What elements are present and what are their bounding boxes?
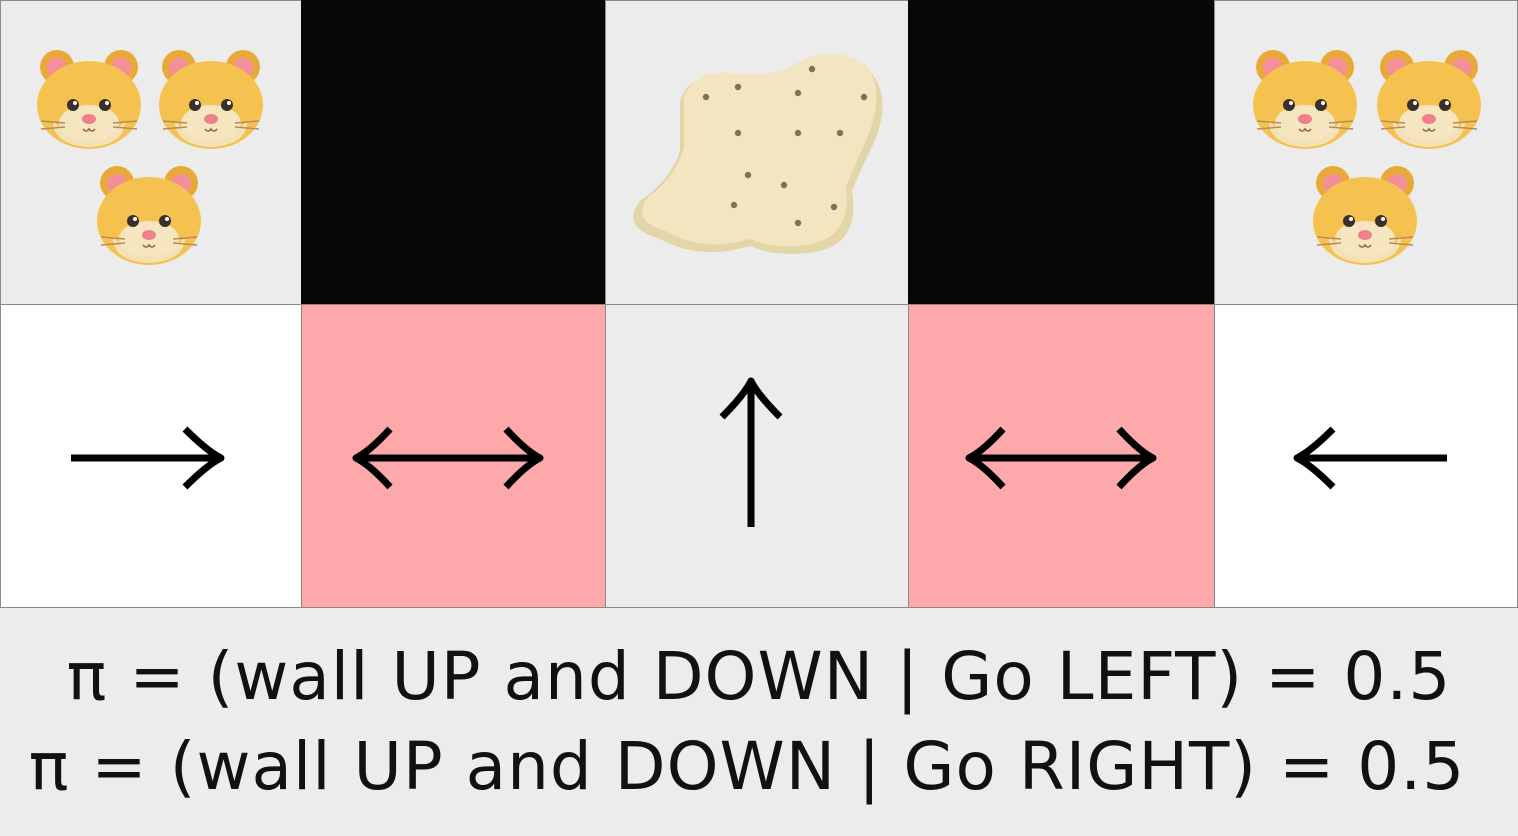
arrow-up-icon (719, 377, 783, 527)
grid-world (0, 0, 1518, 608)
wall-cell (908, 0, 1215, 305)
wall-cell (301, 0, 606, 305)
hamster-icon (33, 41, 145, 153)
highlighted-state-cell (301, 304, 606, 608)
goal-cell-left (0, 0, 302, 305)
highlighted-state-cell (908, 304, 1215, 608)
hamster-icon (1309, 157, 1421, 269)
goal-cell-right (1214, 0, 1518, 305)
hamster-icon (93, 157, 205, 269)
policy-line-right: π = (wall UP and DOWN | Go RIGHT) = 0.5 (28, 728, 1466, 805)
cheese-cell (605, 0, 909, 305)
state-cell (0, 304, 302, 608)
hamster-icon (1373, 41, 1485, 153)
policy-line-left: π = (wall UP and DOWN | Go LEFT) = 0.5 (66, 638, 1452, 715)
arrow-right-icon (71, 426, 225, 490)
hamster-icon (155, 41, 267, 153)
cheese-icon (633, 53, 883, 255)
state-cell (1214, 304, 1518, 608)
arrow-left-right-icon (965, 426, 1157, 490)
arrow-left-icon (1293, 426, 1447, 490)
hamster-icon (1249, 41, 1361, 153)
arrow-left-right-icon (352, 426, 544, 490)
state-cell (605, 304, 909, 608)
